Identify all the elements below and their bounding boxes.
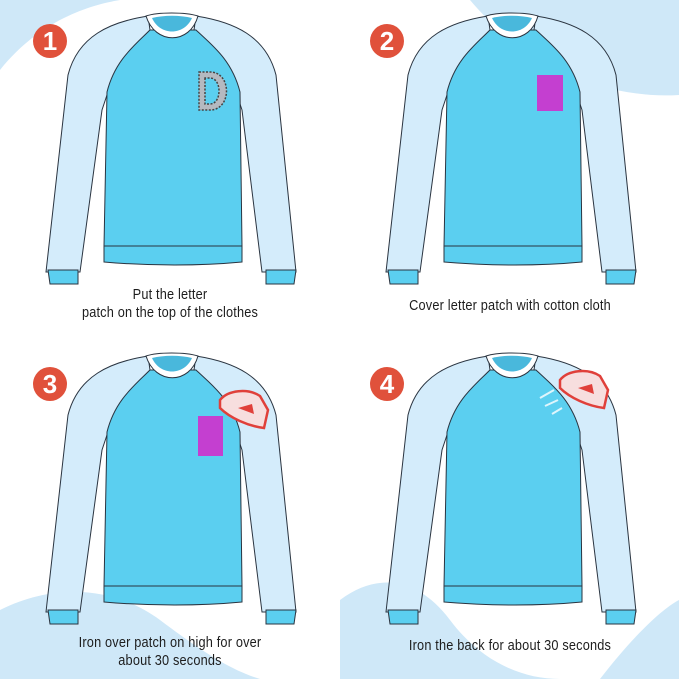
- step-caption: Put the letter patch on the top of the c…: [0, 286, 340, 322]
- step-caption: Iron the back for about 30 seconds: [340, 637, 679, 655]
- step-3-panel: 3 Iron over patch on high for over about…: [0, 340, 340, 680]
- step-number-badge: 4: [370, 367, 404, 401]
- sweatshirt-illustration: [45, 352, 297, 625]
- caption-line: Put the letter: [132, 286, 208, 303]
- sweatshirt-illustration: [385, 12, 637, 285]
- caption-line: Cover letter patch with cotton cloth: [409, 297, 611, 314]
- step-2-panel: 2 Cover letter patch with cotton cloth: [340, 0, 679, 340]
- caption-line: patch on the top of the clothes: [81, 304, 259, 321]
- step-1-panel: 1 Put the letter patch on the top of the…: [0, 0, 340, 340]
- cloth-patch-icon: [537, 75, 563, 111]
- step-number-badge: 1: [33, 24, 67, 58]
- rhinestone-letter-icon: [198, 71, 228, 111]
- step-caption: Cover letter patch with cotton cloth: [340, 297, 679, 315]
- step-4-panel: 4 Iron the back for about 30 seconds: [340, 340, 679, 680]
- step-caption: Iron over patch on high for over about 3…: [0, 634, 340, 670]
- caption-line: about 30 seconds: [118, 652, 222, 669]
- step-number-badge: 3: [33, 367, 67, 401]
- caption-line: Iron over patch on high for over: [78, 634, 262, 651]
- cloth-patch-icon: [198, 416, 223, 456]
- step-number-badge: 2: [370, 24, 404, 58]
- sweatshirt-illustration: [385, 352, 637, 625]
- steam-lines: [539, 389, 563, 415]
- sweatshirt-illustration: [45, 12, 297, 285]
- caption-line: Iron the back for about 30 seconds: [408, 637, 612, 654]
